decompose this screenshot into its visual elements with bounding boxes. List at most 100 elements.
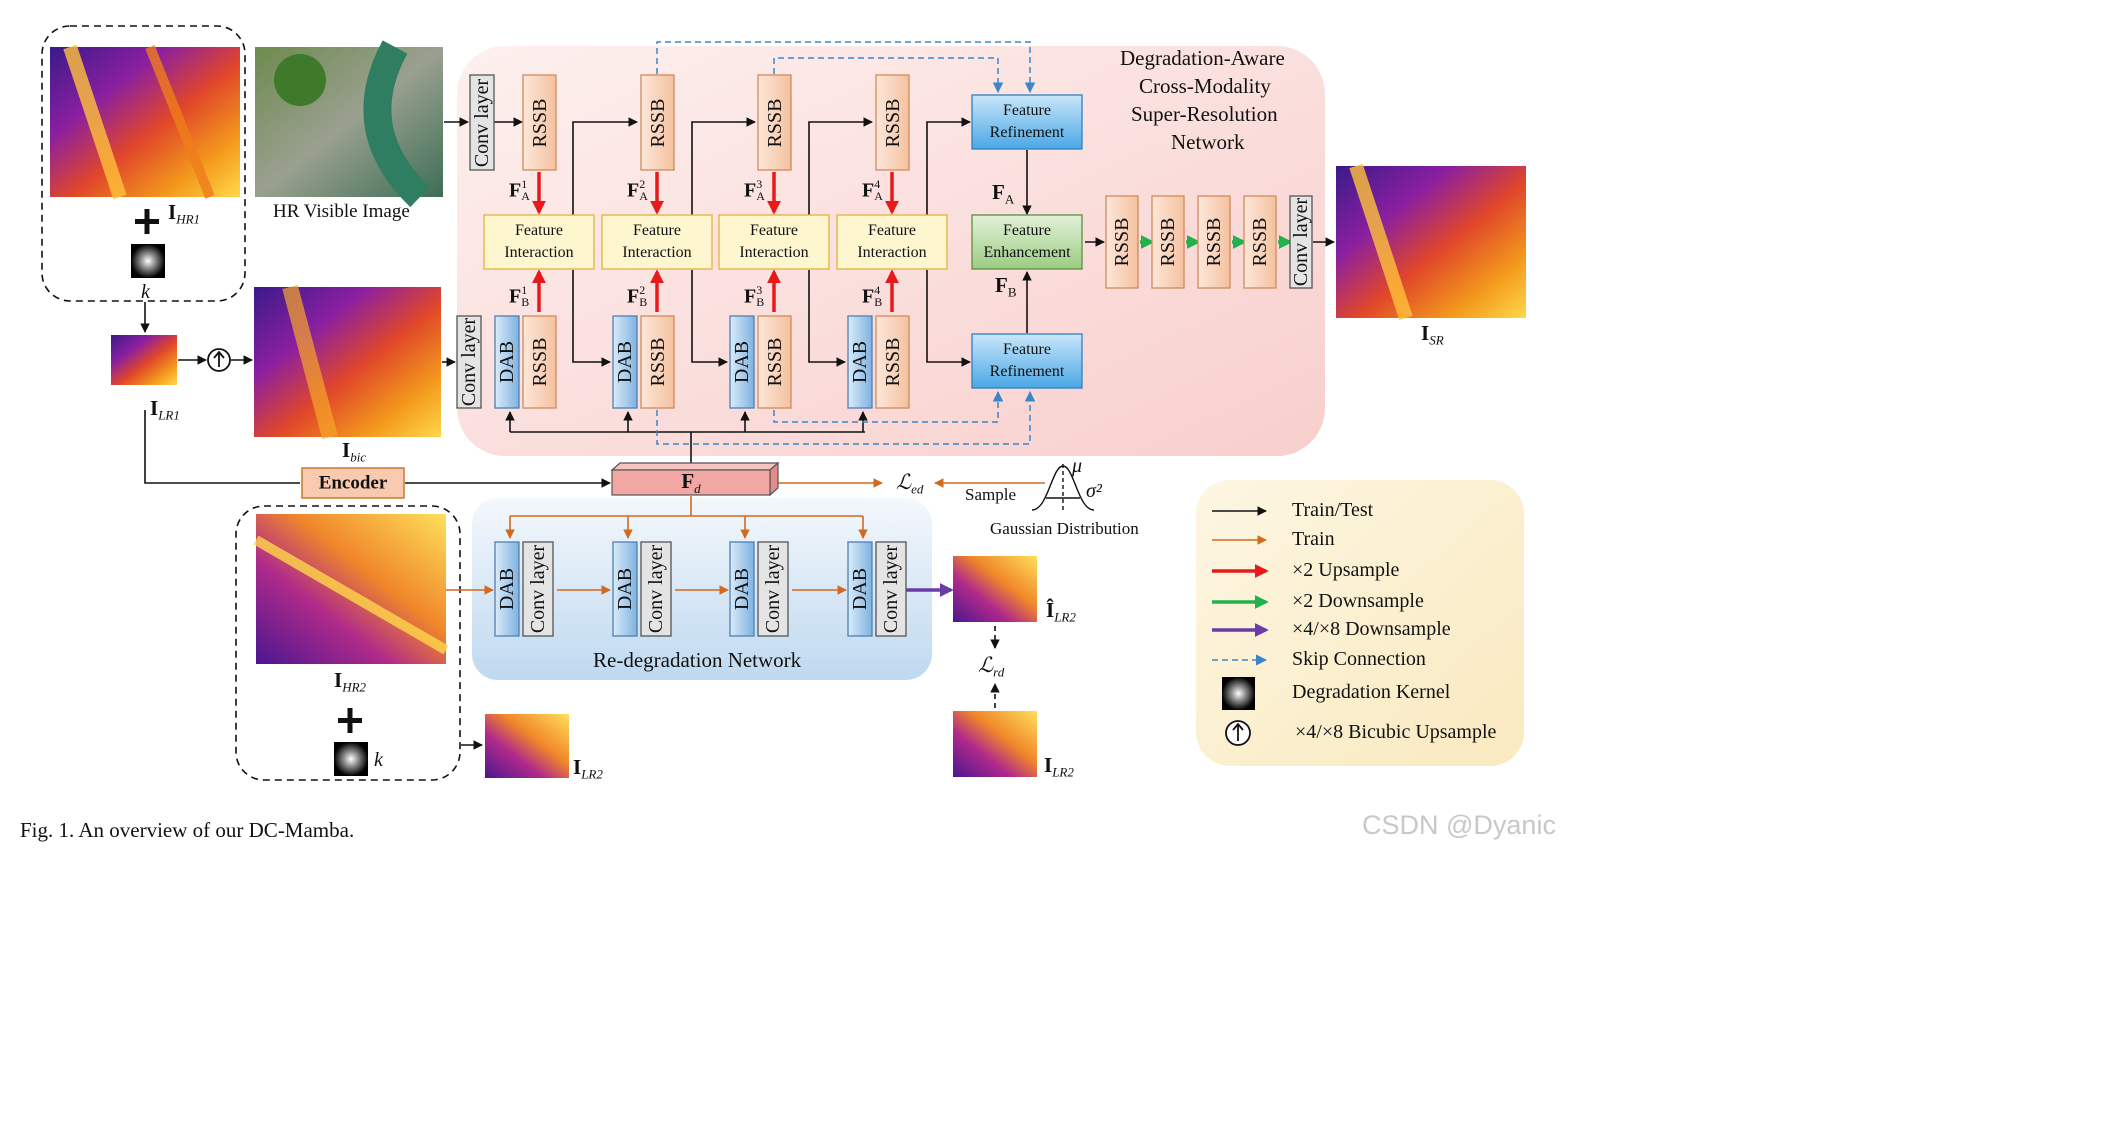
redeg-dab-4-label: DAB [849, 567, 871, 611]
conv-layer-tail [1289, 195, 1313, 289]
rssb-top-1-label: RSSB [528, 98, 551, 147]
label-lrd: ℒrd [978, 653, 1005, 680]
dab-4 [847, 315, 873, 409]
legend-label-2: Train [1292, 528, 1335, 550]
conv-layer-bottom-label: Conv layer [458, 317, 480, 407]
conv-layer-tail-label: Conv layer [1290, 197, 1312, 287]
rssb-bottom-1-label: RSSB [528, 337, 551, 387]
feature-interaction-4-line2: Interaction [857, 244, 927, 261]
rssb-tail-2 [1151, 195, 1185, 289]
conv-layer-top-label: Conv layer [471, 78, 493, 167]
image-ilr2-bottom [485, 714, 569, 778]
rssb-tail-1 [1105, 195, 1139, 289]
plus-icon-1 [135, 209, 159, 234]
label-fb: FB [995, 273, 1017, 300]
rssb-bottom-2 [640, 315, 675, 409]
feature-enhancement [971, 214, 1083, 270]
rssb-tail-4 [1243, 195, 1277, 289]
sr-network-title-1: Degradation-Aware [1120, 46, 1285, 70]
legend-symbol-8 [1225, 720, 1251, 746]
redeg-dab-2 [612, 541, 638, 637]
dab-4-label: DAB [849, 340, 871, 384]
fd-label: Fd [681, 469, 701, 496]
conv-layer-top [469, 74, 495, 171]
redeg-conv-4 [875, 541, 907, 637]
feature-interaction-2-line2: Interaction [622, 244, 692, 261]
legend-label-5: ×4/×8 Downsample [1292, 618, 1451, 640]
dab-1-label: DAB [496, 340, 518, 384]
fd-block [610, 461, 780, 497]
redeg-dab-2-label: DAB [614, 567, 636, 611]
sr-network-title-2: Cross-Modality [1139, 74, 1271, 98]
label-gaussian: Gaussian Distribution [990, 519, 1139, 538]
label-k2: k [374, 749, 383, 771]
feature-interaction-4-line1: Feature [868, 222, 916, 239]
rssb-top-2-label: RSSB [646, 98, 669, 147]
image-ihr1 [50, 44, 240, 200]
conv-layer-bottom [456, 315, 482, 409]
hr2-group [235, 505, 461, 781]
label-mu: μ [1072, 455, 1083, 477]
rssb-bottom-4 [875, 315, 910, 409]
redeg-network-title: Re-degradation Network [593, 648, 802, 672]
sr-network-title-4: Network [1171, 130, 1245, 154]
feature-refinement-top [971, 94, 1083, 150]
feature-interaction-1 [483, 214, 595, 270]
feature-interaction-2-line1: Feature [633, 222, 681, 239]
feature-refinement-top-line2: Refinement [989, 124, 1065, 141]
label-ilr2-bottom: ILR2 [573, 755, 603, 782]
redeg-conv-3-label: Conv layer [762, 544, 784, 634]
rssb-tail-2-label: RSSB [1157, 217, 1179, 267]
dab-3-label: DAB [731, 340, 753, 384]
legend-label-4: ×2 Downsample [1292, 590, 1424, 612]
redeg-dab-3-label: DAB [731, 567, 753, 611]
redeg-dab-1 [494, 541, 520, 637]
image-ilr2-right [953, 711, 1037, 777]
feature-interaction-3-line1: Feature [750, 222, 798, 239]
label-k1: k [141, 281, 150, 303]
rssb-tail-1-label: RSSB [1111, 217, 1133, 267]
image-ilr2hat [953, 556, 1037, 622]
redeg-conv-1-label: Conv layer [527, 544, 549, 634]
rssb-top-1 [522, 74, 557, 171]
label-ilr2-right: ILR2 [1044, 753, 1074, 780]
feature-refinement-bottom-line2: Refinement [989, 363, 1065, 380]
feature-refinement-bottom-line1: Feature [1003, 341, 1051, 358]
rssb-top-3-label: RSSB [763, 98, 786, 147]
image-isr [1336, 163, 1526, 321]
label-ibic: Ibic [342, 438, 367, 465]
kernel-icon-2 [334, 742, 368, 776]
image-ihr2 [253, 514, 449, 664]
rssb-bottom-2-label: RSSB [646, 337, 669, 387]
redeg-conv-2 [640, 541, 672, 637]
dab-1 [494, 315, 520, 409]
rssb-bottom-3 [757, 315, 792, 409]
gaussian-curve [1031, 464, 1095, 512]
rssb-bottom-1 [522, 315, 557, 409]
rssb-tail-3 [1197, 195, 1231, 289]
rssb-tail-3-label: RSSB [1203, 217, 1225, 267]
caption: Fig. 1. An overview of our DC-Mamba. [20, 818, 355, 842]
label-fa: FA [992, 180, 1015, 207]
legend-label-6: Skip Connection [1292, 648, 1426, 670]
rssb-top-3 [757, 74, 792, 171]
rssb-tail-4-label: RSSB [1249, 217, 1271, 267]
dab-2 [612, 315, 638, 409]
hr1-group [41, 25, 246, 302]
redeg-conv-3 [757, 541, 789, 637]
legend-label-3: ×2 Upsample [1292, 559, 1400, 581]
dab-3 [729, 315, 755, 409]
feature-enhancement-line2: Enhancement [983, 244, 1071, 261]
redeg-conv-2-label: Conv layer [645, 544, 667, 634]
kernel-icon-1 [131, 244, 165, 278]
legend-label-1: Train/Test [1292, 499, 1374, 521]
rssb-bottom-4-label: RSSB [881, 337, 904, 387]
rssb-bottom-3-label: RSSB [763, 337, 786, 387]
feature-interaction-4 [836, 214, 948, 270]
